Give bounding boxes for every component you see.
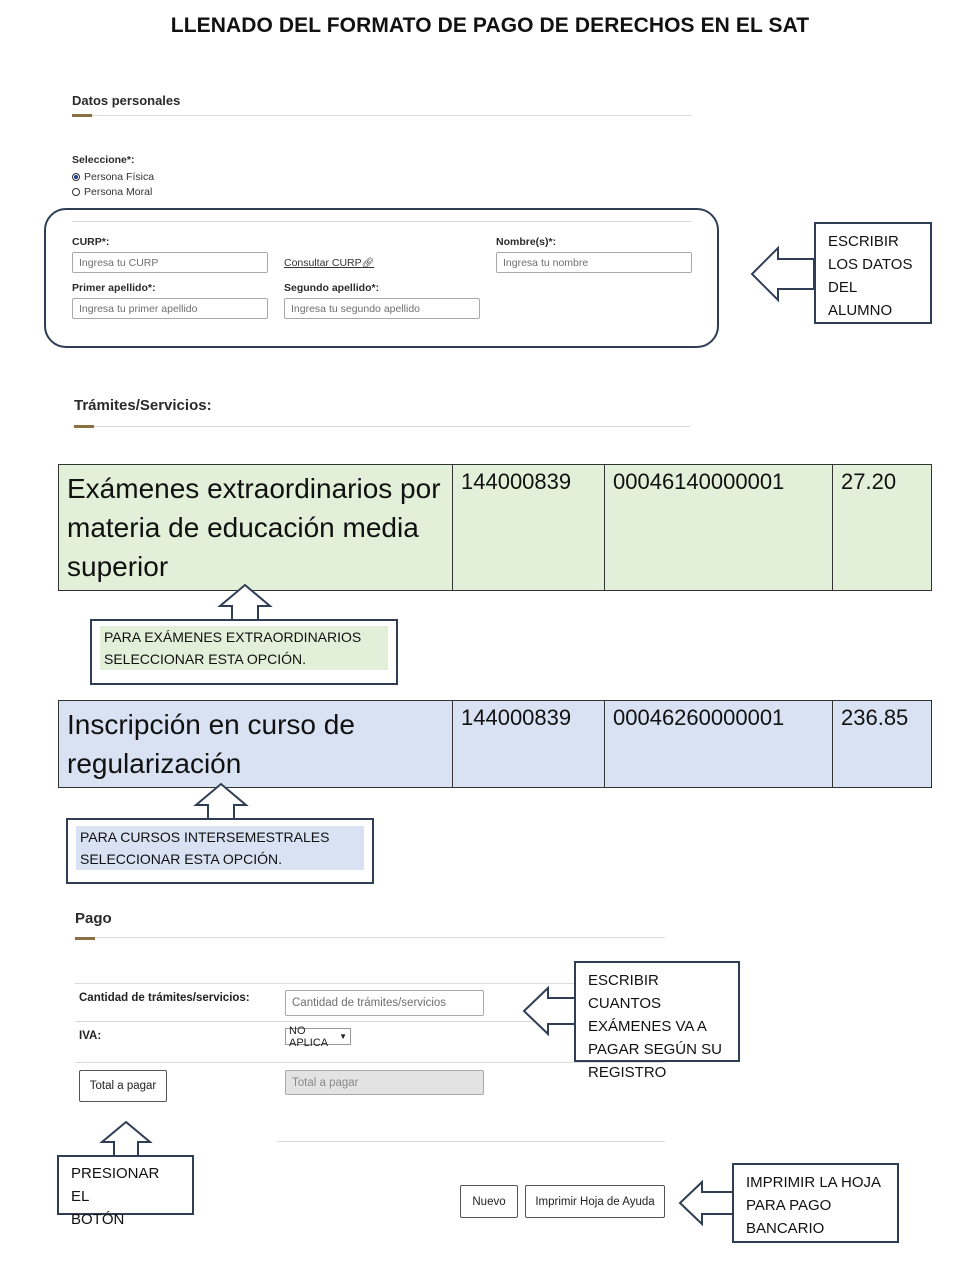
- callout-line: REGISTRO: [588, 1064, 667, 1081]
- datos-personales-rule: [92, 115, 692, 116]
- radio-unchecked-icon: [72, 188, 80, 196]
- pago-rule: [95, 937, 665, 938]
- tramite-desc: Inscripción en curso de regularización: [58, 700, 453, 788]
- tramite-referencia: 00046260000001: [604, 700, 833, 788]
- cantidad-input[interactable]: Cantidad de trámites/servicios: [285, 990, 484, 1016]
- nombre-label: Nombre(s)*:: [496, 236, 557, 248]
- tramite-desc: Exámenes extraordinarios por materia de …: [58, 464, 453, 591]
- total-a-pagar-field: Total a pagar: [285, 1070, 484, 1095]
- primer-apellido-label: Primer apellido*:: [72, 282, 156, 294]
- pago-row-divider: [75, 1062, 665, 1063]
- callout-line: EXÁMENES VA A: [588, 1018, 707, 1035]
- nuevo-button[interactable]: Nuevo: [460, 1185, 518, 1218]
- datos-personales-heading: Datos personales: [72, 93, 181, 108]
- curp-label: CURP*:: [72, 236, 110, 248]
- pago-accent: [75, 937, 95, 940]
- radio-checked-icon: [72, 173, 80, 181]
- callout-line: PARA CURSOS INTERSEMESTRALES: [80, 829, 330, 845]
- arrow-left-icon: [678, 1179, 735, 1227]
- consultar-curp-link[interactable]: Consultar CURP🔗︎: [284, 257, 374, 269]
- pago-footer-rule: [277, 1141, 665, 1142]
- callout-cuantos: ESCRIBIR CUANTOS EXÁMENES VA A PAGAR SEG…: [574, 961, 740, 1081]
- iva-label: IVA:: [79, 1030, 102, 1042]
- radio-persona-moral-label: Persona Moral: [84, 186, 153, 198]
- callout-line: IMPRIMIR LA HOJA: [746, 1174, 882, 1191]
- tramite-row-inscripcion[interactable]: Inscripción en curso de regularización 1…: [58, 700, 932, 788]
- callout-imprimir: IMPRIMIR LA HOJA PARA PAGO BANCARIO: [732, 1163, 899, 1243]
- curp-input[interactable]: Ingresa tu CURP: [72, 252, 268, 273]
- page-title: LLENADO DEL FORMATO DE PAGO DE DERECHOS …: [170, 14, 810, 37]
- pago-heading: Pago: [75, 910, 112, 927]
- tramite-monto: 236.85: [832, 700, 932, 788]
- segundo-apellido-input[interactable]: Ingresa tu segundo apellido: [284, 298, 480, 319]
- tramite-clave: 144000839: [452, 700, 605, 788]
- cantidad-label: Cantidad de trámites/servicios:: [79, 992, 250, 1004]
- primer-apellido-input[interactable]: Ingresa tu primer apellido: [72, 298, 268, 319]
- arrow-up-icon: [99, 1120, 153, 1157]
- tramites-heading: Trámites/Servicios:: [74, 397, 212, 414]
- total-a-pagar-button[interactable]: Total a pagar: [79, 1070, 167, 1102]
- consultar-curp-label: Consultar CURP: [284, 257, 362, 269]
- callout-presionar: PRESIONAR EL BOTÓN: [57, 1155, 194, 1228]
- imprimir-hoja-button[interactable]: Imprimir Hoja de Ayuda: [525, 1185, 665, 1218]
- callout-line: ESCRIBIR CUANTOS: [588, 972, 662, 1012]
- tramite-clave: 144000839: [452, 464, 605, 591]
- callout-line: BANCARIO: [746, 1220, 825, 1237]
- callout-line: SELECCIONAR ESTA OPCIÓN.: [104, 651, 307, 667]
- tramite-monto: 27.20: [832, 464, 932, 591]
- arrow-up-icon: [193, 782, 249, 821]
- tramites-accent: [74, 425, 94, 428]
- callout-line: LOS DATOS: [828, 256, 913, 273]
- callout-cursos: PARA CURSOS INTERSEMESTRALES SELECCIONAR…: [66, 818, 374, 884]
- chevron-down-icon: ▼: [339, 1032, 347, 1041]
- radio-persona-fisica[interactable]: Persona Física: [72, 171, 154, 183]
- callout-line: BOTÓN: [71, 1211, 125, 1228]
- callout-line: ESCRIBIR: [828, 233, 899, 250]
- callout-examenes: PARA EXÁMENES EXTRAORDINARIOS SELECCIONA…: [90, 619, 398, 685]
- callout-line: PARA EXÁMENES EXTRAORDINARIOS: [104, 629, 362, 645]
- callout-line: PRESIONAR EL: [71, 1165, 160, 1205]
- tramites-rule: [94, 426, 690, 427]
- segundo-apellido-label: Segundo apellido*:: [284, 282, 380, 294]
- callout-cursos-text: PARA CURSOS INTERSEMESTRALES SELECCIONAR…: [76, 826, 364, 870]
- seleccione-label: Seleccione*:: [72, 154, 135, 166]
- callout-examenes-text: PARA EXÁMENES EXTRAORDINARIOS SELECCIONA…: [100, 626, 388, 670]
- callout-line: PARA PAGO: [746, 1197, 832, 1214]
- personal-divider: [72, 221, 692, 222]
- callout-line: PAGAR SEGÚN SU: [588, 1041, 722, 1058]
- nombre-input[interactable]: Ingresa tu nombre: [496, 252, 692, 273]
- external-link-icon: 🔗︎: [361, 258, 375, 269]
- callout-line: SELECCIONAR ESTA OPCIÓN.: [80, 851, 283, 867]
- pago-row-divider: [75, 983, 665, 984]
- iva-select-value: NO APLICA: [289, 1024, 329, 1049]
- datos-highlight-frame: [44, 208, 719, 348]
- tramite-row-examenes[interactable]: Exámenes extraordinarios por materia de …: [58, 464, 932, 591]
- radio-persona-fisica-label: Persona Física: [84, 171, 155, 183]
- arrow-up-icon: [217, 583, 273, 622]
- arrow-left-icon: [750, 245, 815, 303]
- arrow-left-icon: [522, 985, 577, 1037]
- callout-line: DEL: [828, 279, 858, 296]
- tramite-referencia: 00046140000001: [604, 464, 833, 591]
- callout-datos-alumno: ESCRIBIR LOS DATOS DEL ALUMNO: [814, 222, 932, 324]
- callout-line: ALUMNO: [828, 302, 893, 319]
- radio-persona-moral[interactable]: Persona Moral: [72, 186, 152, 198]
- pago-row-divider: [75, 1021, 665, 1022]
- datos-personales-accent: [72, 114, 92, 117]
- iva-select[interactable]: NO APLICA ▼: [285, 1025, 351, 1049]
